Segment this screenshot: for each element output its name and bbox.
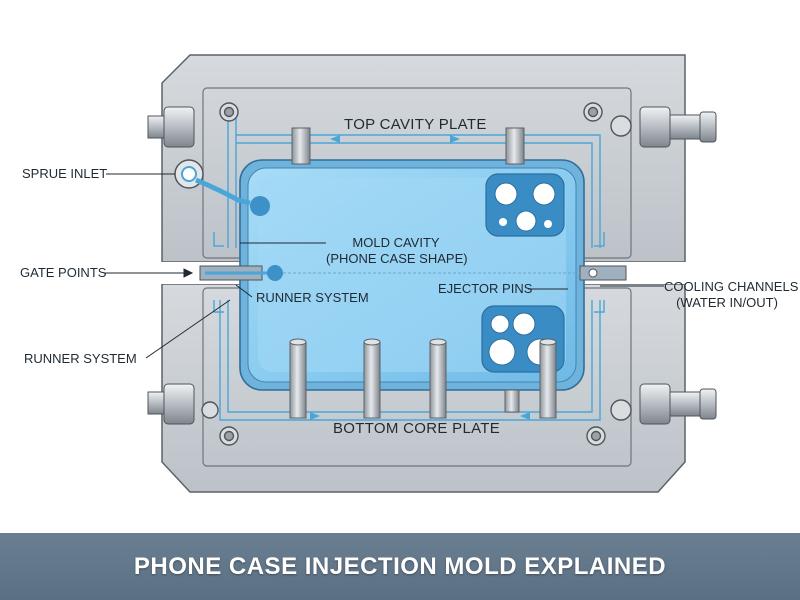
cooling-channels-label: COOLING CHANNELS (WATER IN/OUT): [664, 279, 799, 311]
camera-module-top: [485, 173, 565, 237]
sprue-inlet: [174, 159, 270, 216]
ejector-pins: [289, 338, 557, 419]
mold-diagram-svg: [104, 54, 717, 493]
corner-bolt-holes: [201, 102, 632, 446]
caption-banner: PHONE CASE INJECTION MOLD EXPLAINED: [0, 533, 800, 600]
runner-system-inner-label: RUNNER SYSTEM: [256, 290, 369, 305]
caption-text: PHONE CASE INJECTION MOLD EXPLAINED: [133, 552, 667, 580]
cooling-channels: [213, 110, 605, 421]
clamp-bolts: [147, 106, 717, 425]
leader-lines: [104, 173, 664, 359]
bottom-core-plate-label: BOTTOM CORE PLATE: [333, 420, 501, 437]
runner-system-label: RUNNER SYSTEM: [24, 351, 137, 366]
sprue-inlet-label: SPRUE INLET: [22, 166, 108, 181]
top-guide-pins: [291, 127, 525, 165]
mold-cavity-label-line2: (PHONE CASE SHAPE): [326, 251, 468, 266]
mold-diagram: TOP CAVITY PLATE BOTTOM CORE PLATE SPRUE…: [20, 54, 799, 493]
top-cavity-plate-label: TOP CAVITY PLATE: [344, 116, 487, 133]
cooling-channels-label-line2: (WATER IN/OUT): [676, 295, 778, 310]
cooling-channels-label-line1: COOLING CHANNELS: [664, 279, 799, 294]
runner-system: [199, 265, 627, 281]
flow-arrows: [310, 135, 530, 420]
gate-points-label: GATE POINTS: [20, 265, 107, 280]
ejector-pins-label: EJECTOR PINS: [438, 281, 533, 296]
mold-cavity-label-line1: MOLD CAVITY: [352, 235, 440, 250]
mold-cavity-label: MOLD CAVITY (PHONE CASE SHAPE): [326, 235, 468, 267]
